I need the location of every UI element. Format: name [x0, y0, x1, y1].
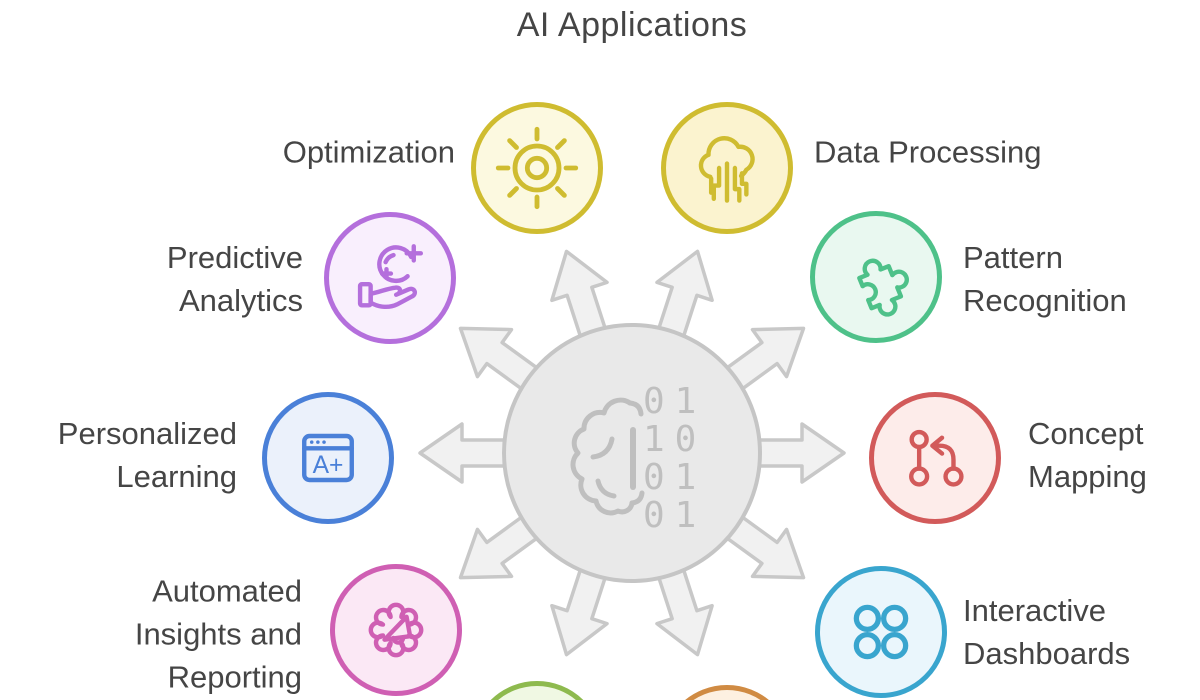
- branch-arrow-icon: [909, 429, 964, 487]
- a-plus-window-icon: A+: [302, 433, 354, 483]
- brain-binary-icon: [570, 397, 645, 516]
- crystal-ball-hand-icon: [357, 244, 423, 310]
- four-circles-icon: [853, 604, 909, 660]
- svg-text:10: 10: [643, 419, 706, 460]
- diagram-title: AI Applications: [516, 6, 748, 44]
- label-optimization: Optimization: [282, 134, 455, 170]
- node-predictive-analytics: [324, 212, 456, 344]
- gear-megaphone-icon: [368, 602, 424, 658]
- node-pattern-recognition: [810, 211, 942, 343]
- binary-digits: 01 10 01 01: [643, 381, 706, 536]
- node-bottom-left-partial: [471, 681, 603, 700]
- sun-gear-icon: [495, 126, 579, 210]
- hub-graphic: 01 10 01 01: [418, 240, 846, 666]
- svg-text:01: 01: [643, 457, 706, 498]
- puzzle-piece-icon: [857, 258, 909, 317]
- node-personalized-learning: A+: [262, 392, 394, 524]
- node-concept-mapping: [869, 392, 1001, 524]
- node-interactive-dashboards: [815, 566, 947, 698]
- node-data-processing: [661, 102, 793, 234]
- svg-text:01: 01: [643, 381, 706, 422]
- label-data-processing: Data Processing: [814, 134, 1042, 170]
- node-optimization: [471, 102, 603, 234]
- svg-text:01: 01: [643, 495, 706, 536]
- svg-text:A+: A+: [313, 452, 344, 479]
- cloud-circuit-icon: [698, 136, 755, 203]
- node-bottom-right-partial: [661, 685, 793, 700]
- node-automated-insights-reporting: [330, 564, 462, 696]
